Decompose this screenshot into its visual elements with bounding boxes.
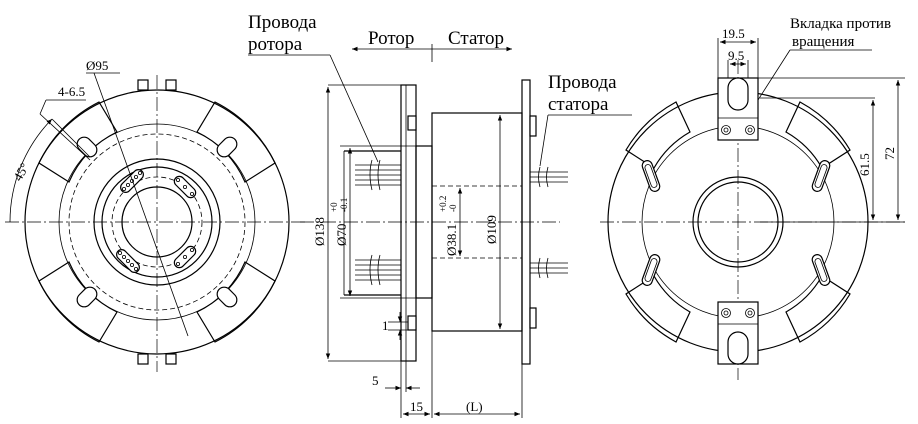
dim-d38-tol-lower: -0 (448, 204, 458, 212)
dim-15: 15 (410, 399, 423, 414)
dim-19-5: 19.5 (722, 26, 745, 41)
dim-d70: Ø70 (334, 224, 349, 246)
dim-5: 5 (372, 373, 379, 388)
dim-d138: Ø138 (312, 217, 327, 246)
anti-rotation-tab-label: Вкладка против вращения (790, 16, 895, 50)
dim-d38-tol-upper: +0.2 (438, 196, 448, 212)
dim-d70-tol-lower: -0.1 (339, 198, 349, 212)
dim-d70-tol-upper: +0 (329, 202, 339, 212)
dim-d95: Ø95 (86, 58, 108, 73)
dim-1: 1 (382, 318, 389, 333)
left-view: Ø95 4-6.5 45° (5, 58, 305, 372)
dim-61-5: 61.5 (857, 153, 872, 176)
dim-angle: 45° (10, 160, 32, 183)
right-view: 19.5 9.5 Вкладка против вращения 61.5 72 (600, 16, 905, 380)
stator-wires-label: Провода статора (548, 72, 621, 115)
side-view: Ротор Статор Провода ротора Провода стат… (248, 12, 632, 418)
dim-9-5: 9.5 (728, 48, 744, 63)
dim-L: (L) (466, 399, 483, 414)
dim-d109: Ø109 (484, 215, 499, 244)
rotor-label: Ротор (368, 28, 414, 49)
rotor-wires-label: Провода ротора (248, 12, 321, 55)
stator-label: Статор (448, 28, 504, 49)
dim-d38: Ø38.1 (444, 224, 459, 256)
dim-holes: 4-6.5 (58, 84, 85, 99)
dim-72: 72 (882, 147, 897, 160)
